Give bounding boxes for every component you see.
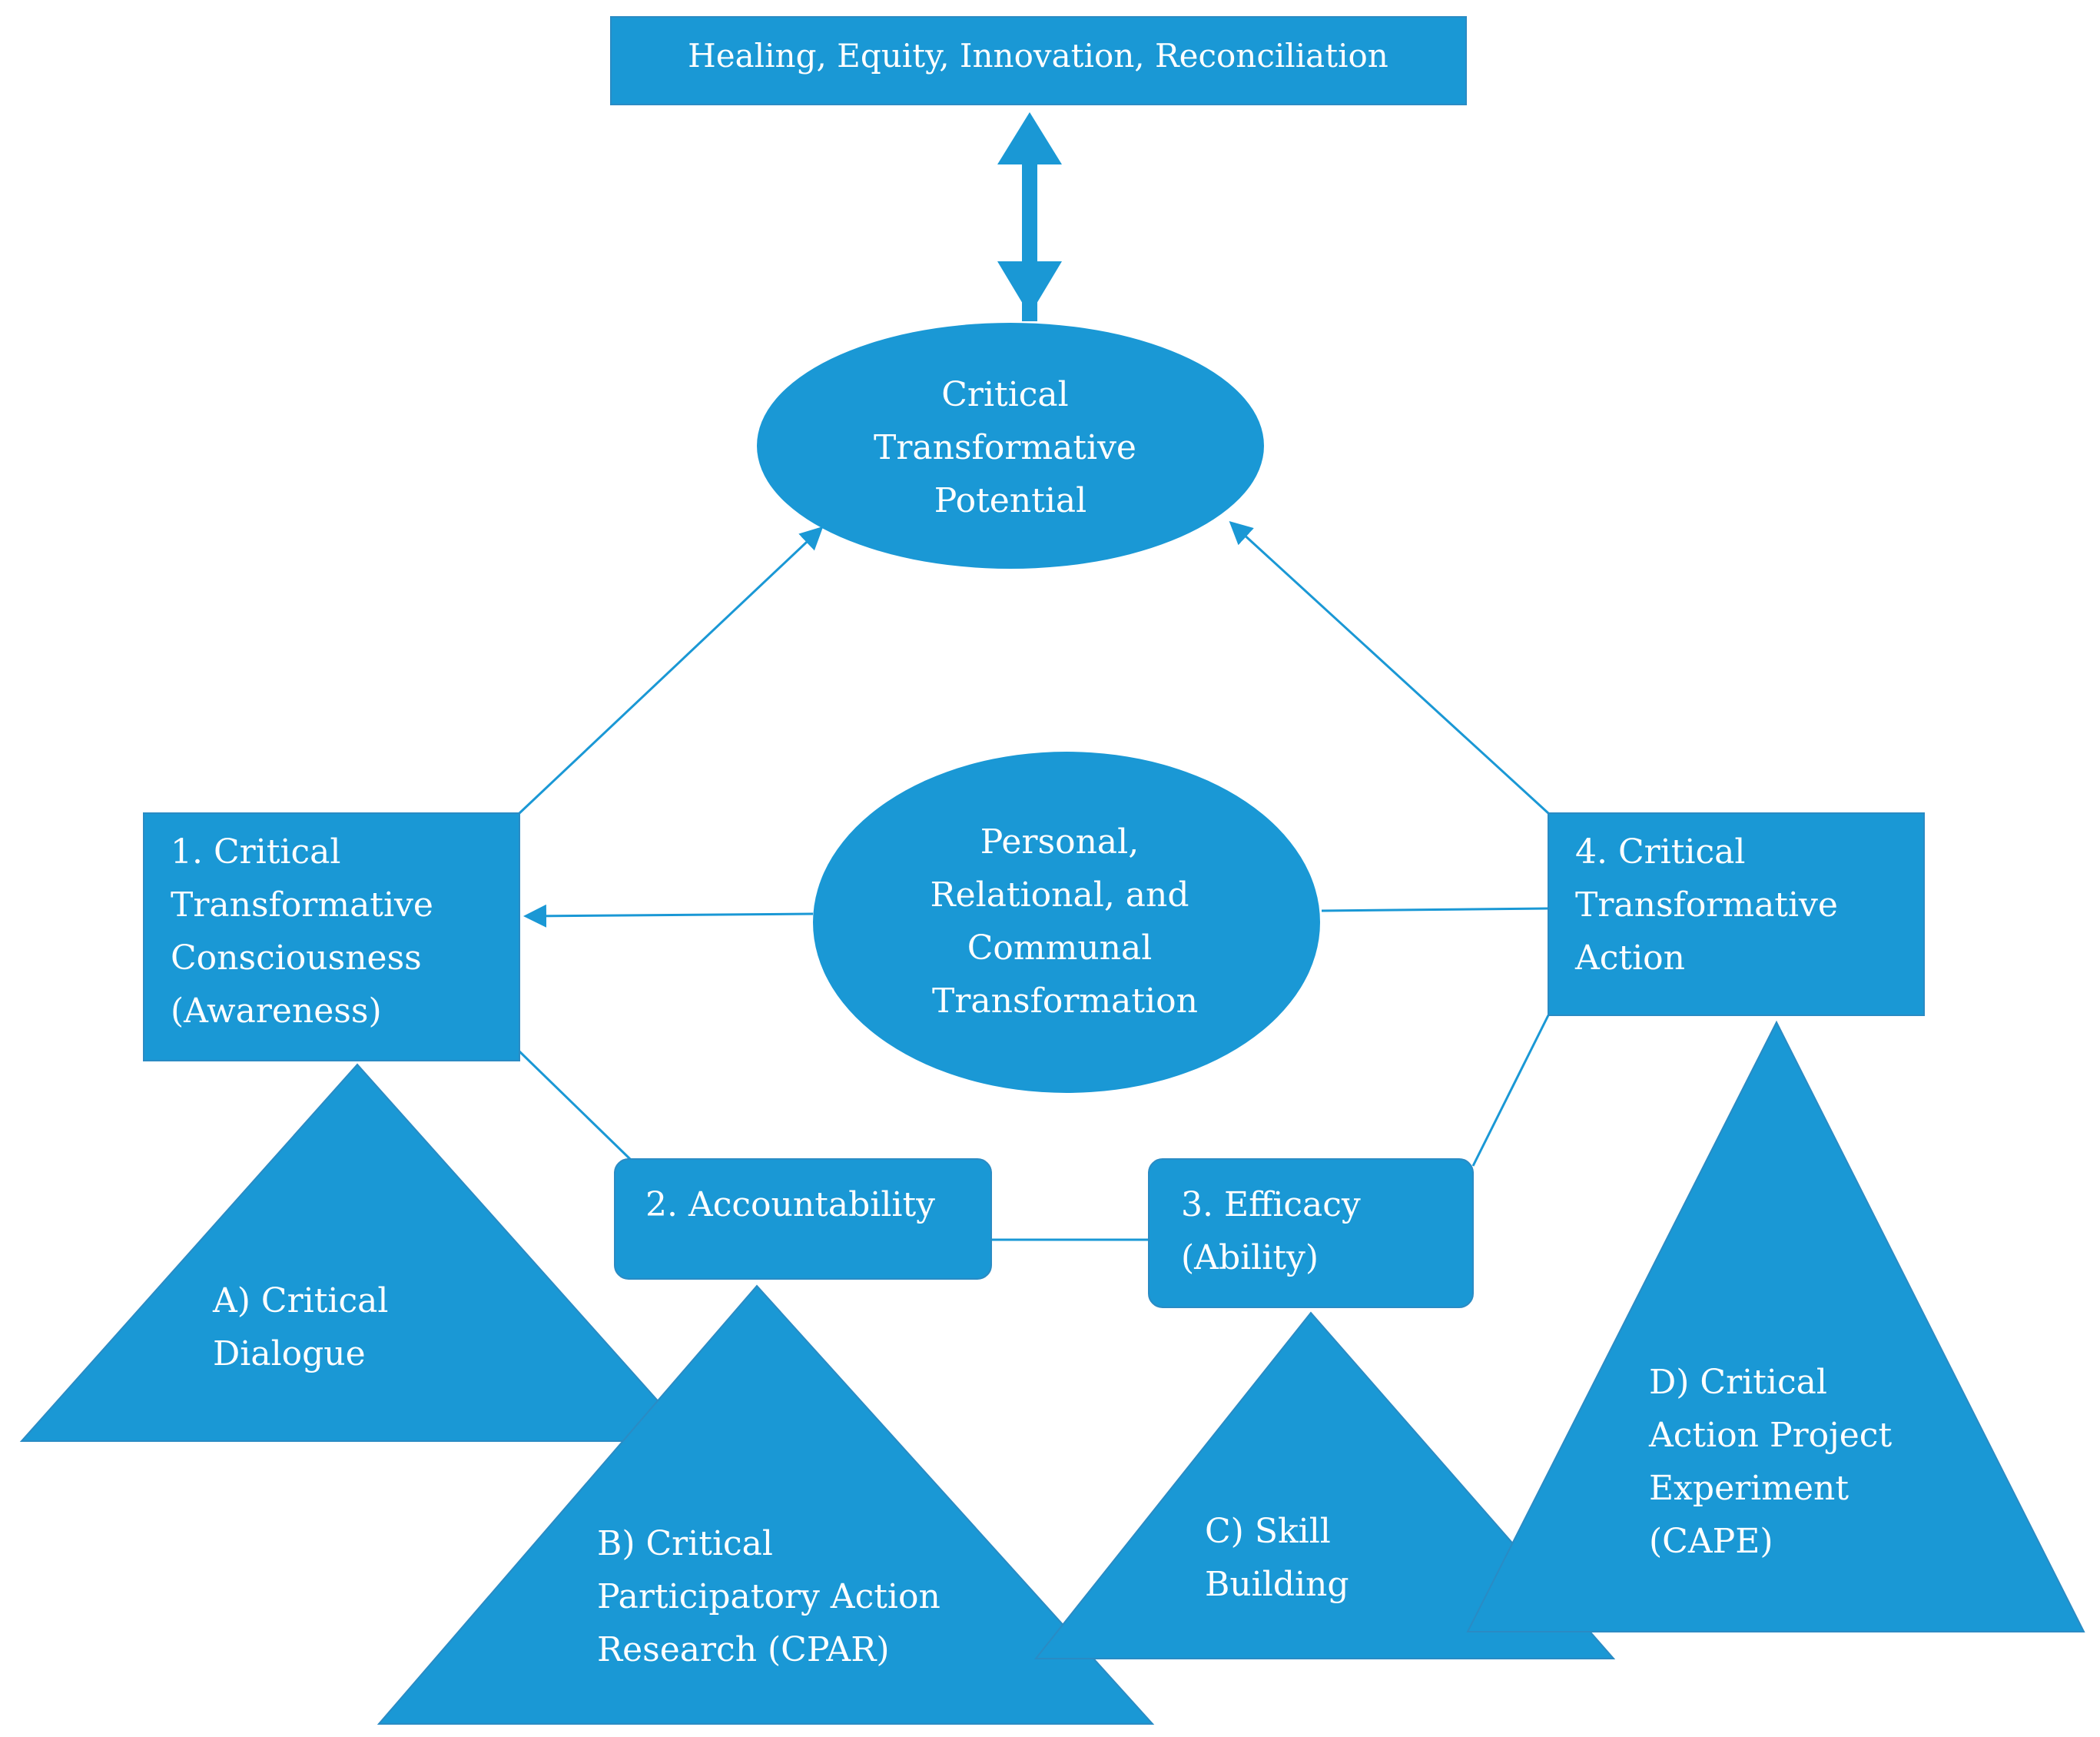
stage-box-efficacy: 3. Efficacy (Ability) [1148,1158,1474,1308]
connectors [518,520,1550,1241]
practice-triangle-a: A) Critical Dialogue [19,1063,696,1442]
stage-label-consciousness: 1. Critical Transformative Consciousness… [171,832,444,1031]
arrow-center-to-consciousness [523,904,814,928]
stage-label-accountability: 2. Accountability [645,1185,935,1224]
practice-label-b: B) Critical Participatory Action Researc… [597,1524,951,1669]
stage-label-efficacy: 3. Efficacy (Ability) [1181,1185,1372,1277]
arrow-action-to-potential [1229,520,1550,815]
arrow-consciousness-to-potential [518,526,824,815]
practice-triangle-d: D) Critical Action Project Experiment (C… [1466,1020,2085,1632]
potential-label: Critical Transformative Potential [874,375,1147,520]
line-center-to-action [1321,907,1549,912]
practice-triangle-c: C) Skill Building [1033,1311,1616,1659]
stage-box-accountability: 2. Accountability [614,1158,992,1280]
transformation-label: Personal, Relational, and Communal Trans… [930,822,1199,1021]
practice-label-d: D) Critical Action Project Experiment (C… [1648,1363,1903,1561]
stage-box-action: 4. Critical Transformative Action [1548,812,1925,1016]
stage-label-action: 4. Critical Transformative Action [1574,832,1849,978]
line-efficacy-to-action [1471,1015,1550,1167]
outcome-label: Healing, Equity, Innovation, Reconciliat… [688,37,1388,75]
practice-label-c: C) Skill Building [1205,1512,1349,1604]
practice-label-a: A) Critical Dialogue [212,1281,399,1373]
stage-box-consciousness: 1. Critical Transformative Consciousness… [143,812,520,1061]
double-arrow [997,112,1062,321]
potential-ellipse: Critical Transformative Potential [757,323,1264,569]
practice-triangle-b: B) Critical Participatory Action Researc… [377,1284,1155,1725]
transformation-ellipse: Personal, Relational, and Communal Trans… [813,752,1320,1093]
outcome-box: Healing, Equity, Innovation, Reconciliat… [610,16,1467,105]
line-consciousness-to-accountability [518,1050,632,1161]
